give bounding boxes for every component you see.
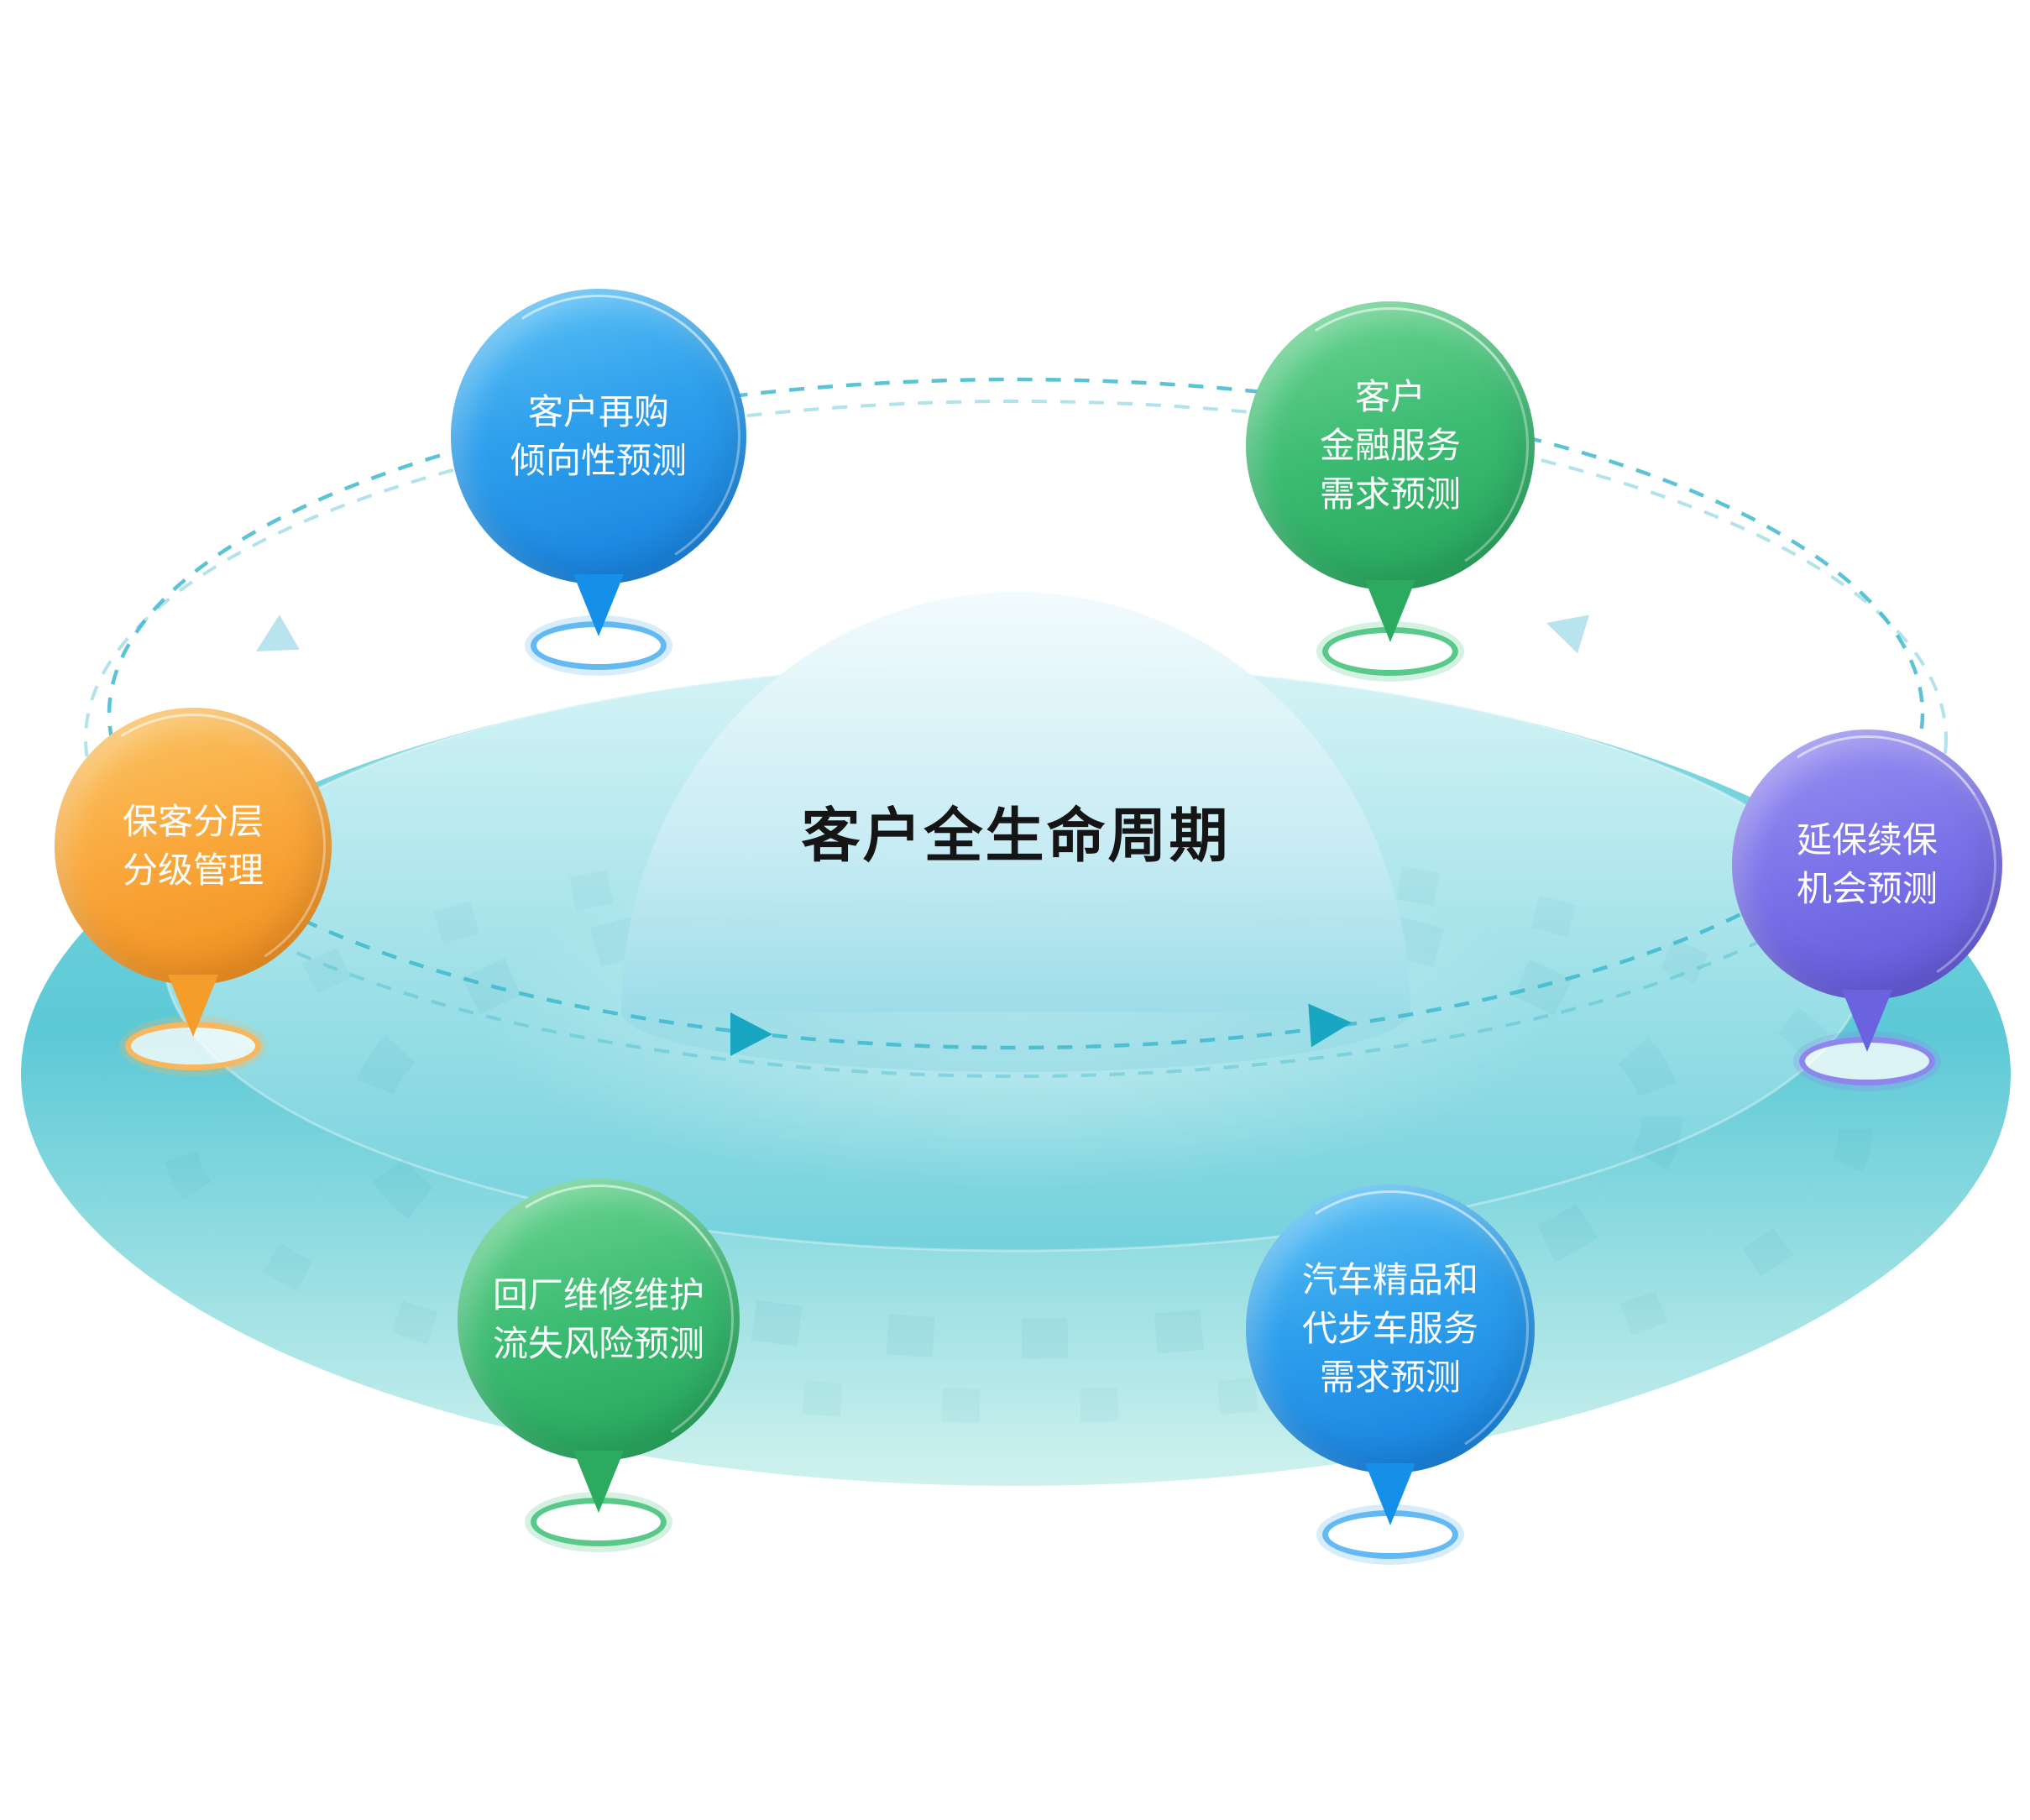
pin-tail-icon (573, 1451, 624, 1513)
node-bubble: 保客分层 分级管理 (55, 708, 332, 985)
flow-arrow-top-right-icon (1546, 615, 1590, 654)
flow-arrow-left-icon (256, 615, 300, 651)
node-label: 客户再购 倾向性预测 (510, 392, 687, 480)
orbit-dashed-ring-main (107, 377, 1925, 1050)
node-extended-warranty: 延保续保 机会预测 (1732, 730, 2002, 1085)
node-bubble: 回厂维修维护 流失风险预测 (458, 1179, 740, 1461)
pin-tail-icon (168, 975, 218, 1037)
node-label: 保客分层 分级管理 (122, 802, 264, 890)
node-repair-churn-risk: 回厂维修维护 流失风险预测 (458, 1179, 740, 1546)
pin-tail-icon (1365, 580, 1415, 642)
node-boutique-courtesy-car: 汽车精品和 代步车服务 需求预测 (1246, 1185, 1535, 1559)
node-bubble: 客户再购 倾向性预测 (451, 289, 746, 584)
node-finance-service: 客户 金融服务 需求预测 (1246, 301, 1535, 676)
platform-dome (621, 592, 1410, 1012)
node-label: 延保续保 机会预测 (1796, 820, 1938, 908)
orbit-dashed-ring-secondary (84, 400, 1948, 1078)
node-label: 客户 金融服务 需求预测 (1319, 377, 1461, 514)
node-customer-repurchase: 客户再购 倾向性预测 (451, 289, 746, 670)
node-bubble: 客户 金融服务 需求预测 (1246, 301, 1535, 590)
node-retained-customer-management: 保客分层 分级管理 (55, 708, 332, 1070)
pin-tail-icon (1842, 990, 1892, 1052)
node-label: 汽车精品和 代步车服务 需求预测 (1301, 1260, 1478, 1397)
pin-tail-icon (1365, 1463, 1415, 1525)
node-bubble: 汽车精品和 代步车服务 需求预测 (1246, 1185, 1535, 1473)
center-title: 客户全生命周期 (801, 803, 1231, 869)
flow-arrow-bottom-left-icon (730, 1012, 772, 1056)
pin-tail-icon (573, 574, 624, 636)
flow-arrow-bottom-right-icon (1308, 1003, 1352, 1048)
node-bubble: 延保续保 机会预测 (1732, 730, 2002, 1000)
node-label: 回厂维修维护 流失风险预测 (492, 1275, 704, 1363)
